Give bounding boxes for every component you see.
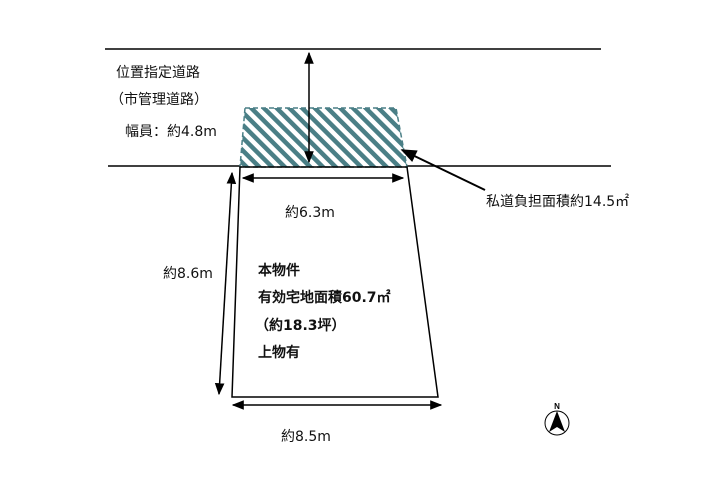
depth-label: 約8.6m xyxy=(163,266,213,282)
property-area: 有効宅地面積60.7㎡ xyxy=(258,290,391,306)
bottom-width-label: 約8.5m xyxy=(281,429,331,445)
private-road-burden-area xyxy=(239,107,408,168)
road-type-label: 位置指定道路 xyxy=(116,65,200,81)
road-width-label: 幅員：約4.8m xyxy=(125,124,217,140)
road-managed-label: （市管理道路） xyxy=(110,92,208,108)
north-letter: N xyxy=(554,402,560,411)
lot-outline xyxy=(231,166,439,398)
north-arrow-icon: N xyxy=(544,402,570,436)
property-building: 上物有 xyxy=(258,345,300,361)
private-road-area-label: 私道負担面積約14.5㎡ xyxy=(486,194,630,210)
property-title: 本物件 xyxy=(258,263,300,279)
depth-arrow xyxy=(214,171,237,396)
top-width-label: 約6.3m xyxy=(285,205,335,221)
private-road-leader-line xyxy=(400,149,486,191)
property-tsubo: （約18.3坪） xyxy=(255,318,346,334)
